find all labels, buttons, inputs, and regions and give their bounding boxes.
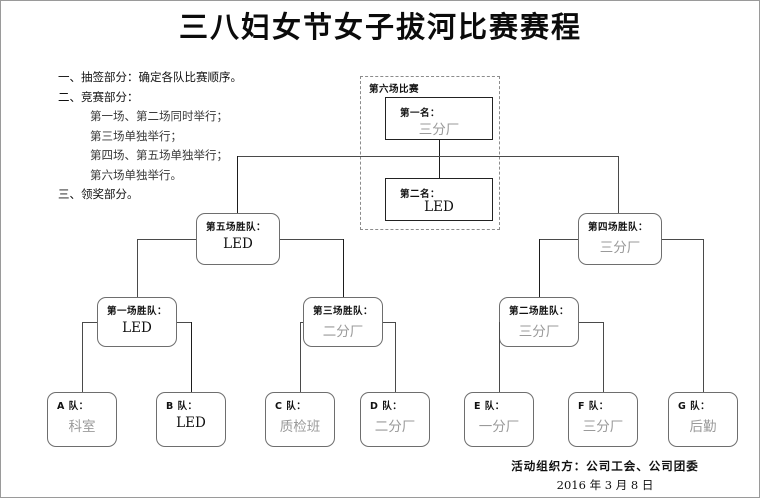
node-champion[interactable]: 第一名： 三分厂	[385, 97, 493, 140]
node-runner-up-value: LED	[424, 199, 454, 215]
connector-match1-down-teamb	[191, 322, 192, 392]
connector-semiright-down-match2	[539, 239, 540, 297]
node-team-b-label: B 队：	[166, 401, 198, 412]
note-line-6: 第六场单独举行。	[90, 167, 182, 182]
note-line-1: 一、抽签部分：确定各队比赛顺序。	[58, 70, 242, 84]
node-quarter-match1[interactable]: 第一场胜队： LED	[97, 297, 177, 347]
note-line-4: 第三场单独举行；	[90, 128, 182, 143]
node-quarter-match3-value: 二分厂	[322, 324, 364, 340]
node-quarter-match3-label: 第三场胜队：	[313, 306, 374, 317]
node-champion-value: 三分厂	[418, 122, 460, 138]
node-team-e[interactable]: E 队： 一分厂	[464, 392, 534, 447]
node-team-g-value: 后勤	[689, 419, 717, 435]
connector-semiright-arm-left	[539, 239, 578, 240]
node-quarter-match3[interactable]: 第三场胜队： 二分厂	[303, 297, 383, 347]
node-quarter-match2-label: 第二场胜队：	[509, 306, 570, 317]
connector-semileft-arm-right	[280, 239, 343, 240]
connector-semiright-arm-right	[662, 239, 703, 240]
node-team-g-label: G 队：	[678, 401, 711, 412]
final-match-group: 第六场比赛	[360, 76, 500, 230]
footer-organizer: 活动组织方：公司工会、公司团委	[511, 459, 699, 473]
node-champion-label: 第一名：	[400, 108, 441, 119]
node-team-f-label: F 队：	[578, 401, 609, 412]
node-team-e-value: 一分厂	[478, 419, 520, 435]
connector-match2-down-teamf	[603, 322, 604, 392]
connector-final-vertical	[439, 140, 440, 178]
connector-match2-arm-right	[579, 322, 603, 323]
node-team-d-label: D 队：	[370, 401, 403, 412]
node-team-c-value: 质检班	[279, 419, 321, 435]
note-line-2: 二、竞赛部分：	[58, 89, 139, 104]
node-quarter-match2-value: 三分厂	[518, 324, 560, 340]
connector-semiright-down-teamg	[703, 239, 704, 392]
footer-date: 2016 年 3 月 8 日	[556, 478, 654, 492]
node-team-b[interactable]: B 队： LED	[156, 392, 226, 447]
connector-semileft-arm-left	[137, 239, 196, 240]
connector-match3-arm-right	[383, 322, 395, 323]
note-line-3: 第一场、第二场同时举行；	[90, 109, 228, 123]
node-quarter-match1-value: LED	[122, 320, 152, 336]
connector-semileft-down-match1	[137, 239, 138, 297]
node-semifinal-left-label: 第五场胜队：	[206, 222, 267, 233]
node-runner-up-label: 第二名：	[400, 189, 441, 200]
node-quarter-match1-label: 第一场胜队：	[107, 306, 168, 317]
node-team-d[interactable]: D 队： 二分厂	[360, 392, 430, 447]
footer: 活动组织方：公司工会、公司团委 2016 年 3 月 8 日	[465, 458, 745, 493]
page-title: 三八妇女节女子拔河比赛赛程	[178, 10, 582, 44]
connector-match3-arm-left	[300, 322, 303, 323]
node-team-e-label: E 队：	[474, 401, 505, 412]
connector-semileft-down-match3	[343, 239, 344, 297]
node-semifinal-right-value: 三分厂	[599, 240, 641, 256]
node-team-a[interactable]: A 队： 科室	[47, 392, 117, 447]
connector-match1-arm-left	[82, 322, 97, 323]
connector-match1-down-teama	[82, 322, 83, 392]
note-line-5: 第四场、第五场单独举行；	[90, 148, 228, 162]
node-semifinal-right-label: 第四场胜队：	[588, 222, 649, 233]
node-team-f-value: 三分厂	[582, 419, 624, 435]
node-semifinal-left[interactable]: 第五场胜队： LED	[196, 213, 280, 265]
node-team-f[interactable]: F 队： 三分厂	[568, 392, 638, 447]
connector-match3-down-teamd	[395, 322, 396, 392]
connector-spine-to-semifinal-left	[237, 156, 238, 213]
node-runner-up[interactable]: 第二名： LED	[385, 178, 493, 221]
node-semifinal-left-value: LED	[223, 236, 253, 252]
connector-final-spine	[237, 156, 619, 157]
node-team-d-value: 二分厂	[374, 419, 416, 435]
node-quarter-match2[interactable]: 第二场胜队： 三分厂	[499, 297, 579, 347]
connector-match1-arm-right	[177, 322, 191, 323]
node-semifinal-right[interactable]: 第四场胜队： 三分厂	[578, 213, 662, 265]
node-team-c[interactable]: C 队： 质检班	[265, 392, 335, 447]
procedure-notes: 一、抽签部分：确定各队比赛顺序。 二、竞赛部分： 第一场、第二场同时举行； 第三…	[58, 68, 358, 205]
connector-match2-down-teame	[499, 322, 500, 392]
connector-spine-to-semifinal-right	[618, 156, 619, 213]
node-team-a-label: A 队：	[57, 401, 89, 412]
node-team-c-label: C 队：	[275, 401, 307, 412]
connector-match3-down-teamc	[300, 322, 301, 392]
node-team-b-value: LED	[176, 415, 206, 431]
node-team-a-value: 科室	[68, 419, 96, 435]
note-line-7: 三、领奖部分。	[58, 187, 139, 201]
final-match-group-title: 第六场比赛	[369, 84, 420, 95]
node-team-g[interactable]: G 队： 后勤	[668, 392, 738, 447]
